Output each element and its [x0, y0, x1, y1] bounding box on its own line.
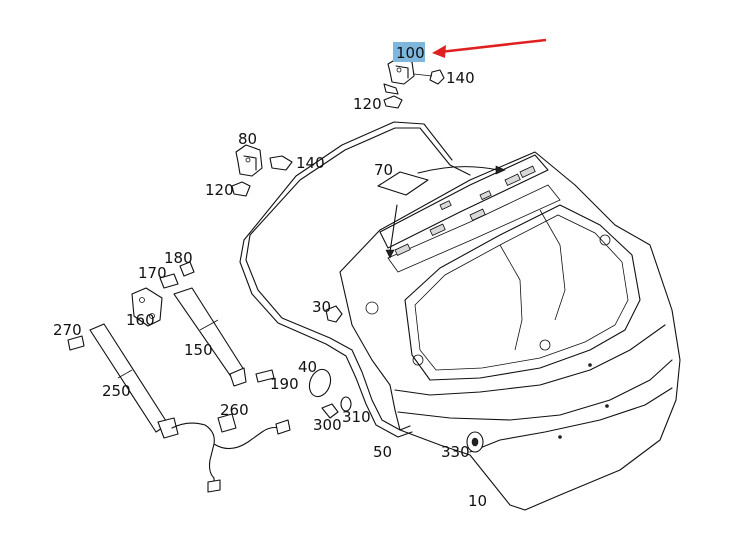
callout-70[interactable]: 70 — [374, 161, 393, 179]
callout-160[interactable]: 160 — [126, 311, 155, 329]
cable-harness-part-260 — [171, 413, 291, 493]
cover-part-40 — [308, 368, 332, 398]
clip-part-310 — [340, 396, 352, 412]
callout-50[interactable]: 50 — [373, 443, 392, 461]
callout-170[interactable]: 170 — [138, 264, 167, 282]
callout-260[interactable]: 260 — [220, 401, 249, 419]
callout-10[interactable]: 10 — [468, 492, 487, 510]
callout-100[interactable]: 100 — [396, 44, 425, 62]
callout-270[interactable]: 270 — [53, 321, 82, 339]
callout-120-upper[interactable]: 120 — [353, 95, 382, 113]
callout-30[interactable]: 30 — [312, 298, 331, 316]
plug-part-330 — [466, 431, 484, 453]
callout-80[interactable]: 80 — [238, 130, 257, 148]
hinge-part-80 — [231, 144, 293, 197]
fastener-part-30 — [325, 305, 343, 323]
callout-120-lower[interactable]: 120 — [205, 181, 234, 199]
callout-180[interactable]: 180 — [164, 249, 193, 267]
callout-250[interactable]: 250 — [102, 382, 131, 400]
callout-300[interactable]: 300 — [313, 416, 342, 434]
gas-strut-left — [67, 323, 179, 439]
red-arrowhead-icon — [432, 45, 446, 58]
callout-140-lower[interactable]: 140 — [296, 154, 325, 172]
red-arrow-icon — [439, 38, 547, 54]
callout-330[interactable]: 330 — [441, 443, 470, 461]
tailgate-seal — [239, 121, 471, 438]
callout-150[interactable]: 150 — [184, 341, 213, 359]
clip-part-300 — [321, 403, 339, 419]
callout-190[interactable]: 190 — [270, 375, 299, 393]
hinge-part-100 — [383, 57, 445, 109]
gas-strut-right — [131, 261, 275, 387]
tailgate-shell — [339, 151, 681, 511]
sticker-part-70 — [377, 165, 506, 259]
callout-310[interactable]: 310 — [342, 408, 371, 426]
callout-40[interactable]: 40 — [298, 358, 317, 376]
callout-100-highlight — [393, 42, 425, 62]
callout-140-upper[interactable]: 140 — [446, 69, 475, 87]
